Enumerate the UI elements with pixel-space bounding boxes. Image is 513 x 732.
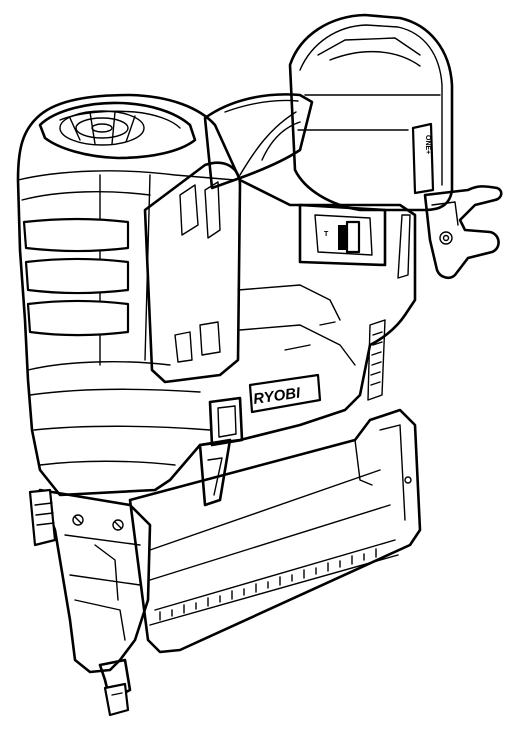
brand-logo: RYOBI [252, 384, 302, 408]
brand-logo-plate: RYOBI [248, 373, 322, 414]
mode-switch: T [298, 203, 387, 267]
nose-assembly [28, 488, 152, 717]
battery-pack: ONE+ [288, 13, 454, 212]
belt-clip [423, 185, 503, 280]
switch-label: T [324, 231, 329, 238]
motor-cap [38, 101, 197, 160]
front-panel [143, 161, 242, 384]
battery-label-badge: ONE+ [411, 122, 435, 195]
main-body: T RYOBI [16, 93, 417, 497]
trigger [198, 438, 232, 507]
vent-slots [22, 217, 130, 337]
battery-label: ONE+ [424, 135, 431, 154]
magazine [128, 408, 422, 654]
